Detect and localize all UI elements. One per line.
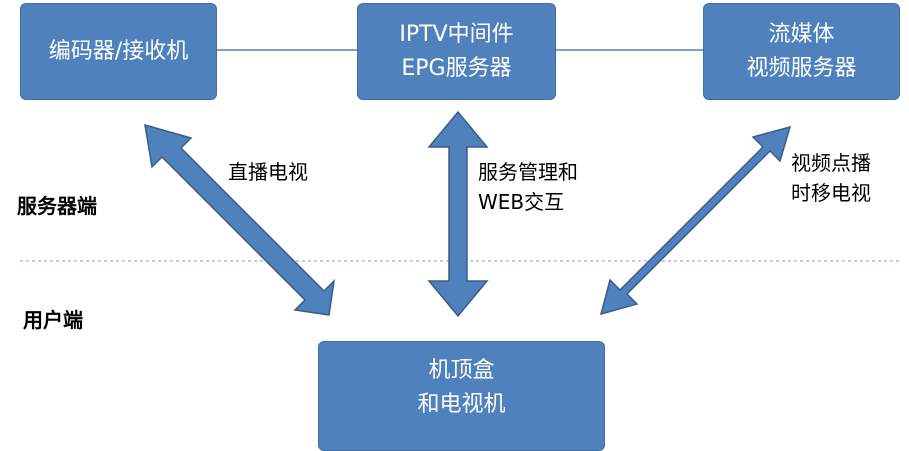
stb-box-label-1: 机顶盒 [428,358,495,383]
encoder-receiver-box: 编码器/接收机 [20,3,217,100]
streaming-box-label-2: 视频服务器 [746,55,857,81]
iptv-middleware-box: IPTV中间件 EPG服务器 [357,3,556,100]
stb-box-label-2: 和电视机 [417,392,506,417]
middleware-box-label-1: IPTV中间件 [399,21,514,47]
arrow-live-tv [144,123,336,316]
live-tv-label: 直播电视 [228,160,308,184]
arrow-vod [599,125,792,316]
set-top-box: 机顶盒 和电视机 [318,341,605,451]
encoder-box-label: 编码器/接收机 [48,38,189,64]
vod-label-1: 视频点播 [791,151,871,175]
client-side-label: 用户端 [23,308,83,332]
streaming-server-box: 流媒体 视频服务器 [703,3,900,100]
arrow-service-mgmt [427,110,489,318]
service-mgmt-label-1: 服务管理和 [478,160,578,184]
middleware-box-label-2: EPG服务器 [401,55,512,81]
vod-label-2: 时移电视 [791,181,871,205]
streaming-box-label-1: 流媒体 [768,21,835,47]
diagram-canvas [20,49,899,318]
server-side-label: 服务器端 [17,194,97,218]
service-mgmt-label-2: WEB交互 [478,190,565,214]
